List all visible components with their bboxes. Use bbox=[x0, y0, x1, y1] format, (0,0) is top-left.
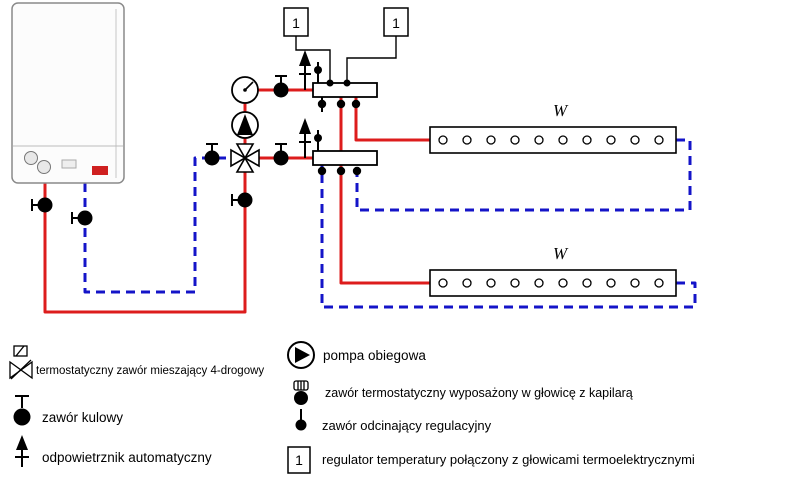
regulator-box-label: 1 bbox=[295, 452, 303, 468]
boiler-display bbox=[61, 159, 77, 169]
temperature-regulator-box: 1 bbox=[383, 7, 409, 37]
shutoff-valve-icon bbox=[352, 166, 362, 176]
pressure-gauge-icon bbox=[231, 76, 259, 104]
boiler bbox=[11, 2, 125, 184]
legend-item-air-vent: odpowietrznik automatyczny bbox=[15, 435, 212, 467]
supply-manifold bbox=[312, 62, 378, 112]
ball-valve-icon bbox=[273, 75, 289, 98]
ball-valve-icon bbox=[204, 143, 220, 166]
pipe-supply-radiator-2 bbox=[339, 165, 430, 285]
shutoff-valve-icon bbox=[314, 66, 322, 74]
thermoelectric-head-icon bbox=[326, 79, 334, 87]
ball-valve-icon bbox=[13, 395, 31, 426]
legend-label: regulator temperatury połączony z głowic… bbox=[322, 452, 695, 467]
pipe-return-radiator-1 bbox=[355, 138, 692, 212]
regulator-wire bbox=[295, 36, 331, 83]
radiator-2: W bbox=[429, 244, 677, 297]
temperature-regulator-wiring bbox=[295, 36, 397, 87]
legend-item-thermostatic-valve: zawór termostatyczny wyposażony w głowic… bbox=[293, 380, 633, 405]
legend-label: termostatyczny zawór mieszający 4-drogow… bbox=[36, 365, 264, 377]
four-way-mixing-valve-icon bbox=[230, 143, 260, 173]
four-way-mixing-valve-icon bbox=[9, 345, 33, 380]
pipe-boiler-supply bbox=[43, 172, 247, 314]
regulator-box-label: 1 bbox=[292, 15, 300, 31]
legend-item-ball-valve: zawór kulowy bbox=[13, 395, 123, 426]
boiler-knob-icon bbox=[24, 151, 38, 165]
air-vent-icon bbox=[299, 50, 311, 90]
ball-valve-icon bbox=[231, 192, 253, 208]
air-vent-icon bbox=[299, 118, 311, 158]
boiler-knob-icon bbox=[37, 160, 51, 174]
legend-label: zawór odcinający regulacyjny bbox=[322, 418, 492, 433]
pump-icon bbox=[287, 341, 315, 369]
shutoff-valve-icon bbox=[295, 409, 307, 431]
shutoff-valve-icon bbox=[314, 134, 322, 142]
ball-valve-icon bbox=[31, 197, 53, 213]
thermoelectric-head-icon bbox=[343, 79, 351, 87]
legend-label: zawór termostatyczny wyposażony w głowic… bbox=[325, 386, 633, 400]
legend-label: pompa obiegowa bbox=[323, 348, 426, 363]
shutoff-valve-icon bbox=[317, 166, 327, 176]
radiator-2-label: W bbox=[553, 244, 569, 263]
radiator-1-label: W bbox=[553, 101, 569, 120]
ball-valve-icon bbox=[273, 143, 289, 166]
regulator-box-label: 1 bbox=[392, 15, 400, 31]
legend-item-pump: pompa obiegowa bbox=[287, 341, 426, 369]
regulator-wire bbox=[346, 36, 397, 83]
pipe-supply-radiator-1 bbox=[354, 97, 430, 142]
return-manifold bbox=[312, 130, 378, 176]
regulator-icon: 1 bbox=[287, 446, 311, 474]
shutoff-valve-icon bbox=[351, 99, 361, 109]
legend-item-shutoff-valve: zawór odcinający regulacyjny bbox=[295, 409, 492, 433]
legend-item-regulator: 1 regulator temperatury połączony z głow… bbox=[287, 446, 695, 474]
legend-label: odpowietrznik automatyczny bbox=[42, 450, 212, 465]
radiator-sections bbox=[438, 278, 664, 288]
ball-valve-icon bbox=[71, 210, 93, 226]
shutoff-valve-icon bbox=[336, 166, 346, 176]
shutoff-valve-icon bbox=[317, 99, 327, 109]
legend-item-mixing-valve: termostatyczny zawór mieszający 4-drogow… bbox=[9, 345, 264, 380]
thermostatic-valve-icon bbox=[293, 380, 309, 405]
boiler-logo bbox=[92, 166, 108, 175]
radiator-sections bbox=[438, 135, 664, 145]
shutoff-valve-icon bbox=[336, 99, 346, 109]
legend-label: zawór kulowy bbox=[42, 410, 123, 425]
radiator-1: W bbox=[429, 101, 677, 154]
temperature-regulator-box: 1 bbox=[283, 7, 309, 37]
pump-icon bbox=[231, 111, 259, 139]
air-vent-icon bbox=[15, 435, 29, 467]
